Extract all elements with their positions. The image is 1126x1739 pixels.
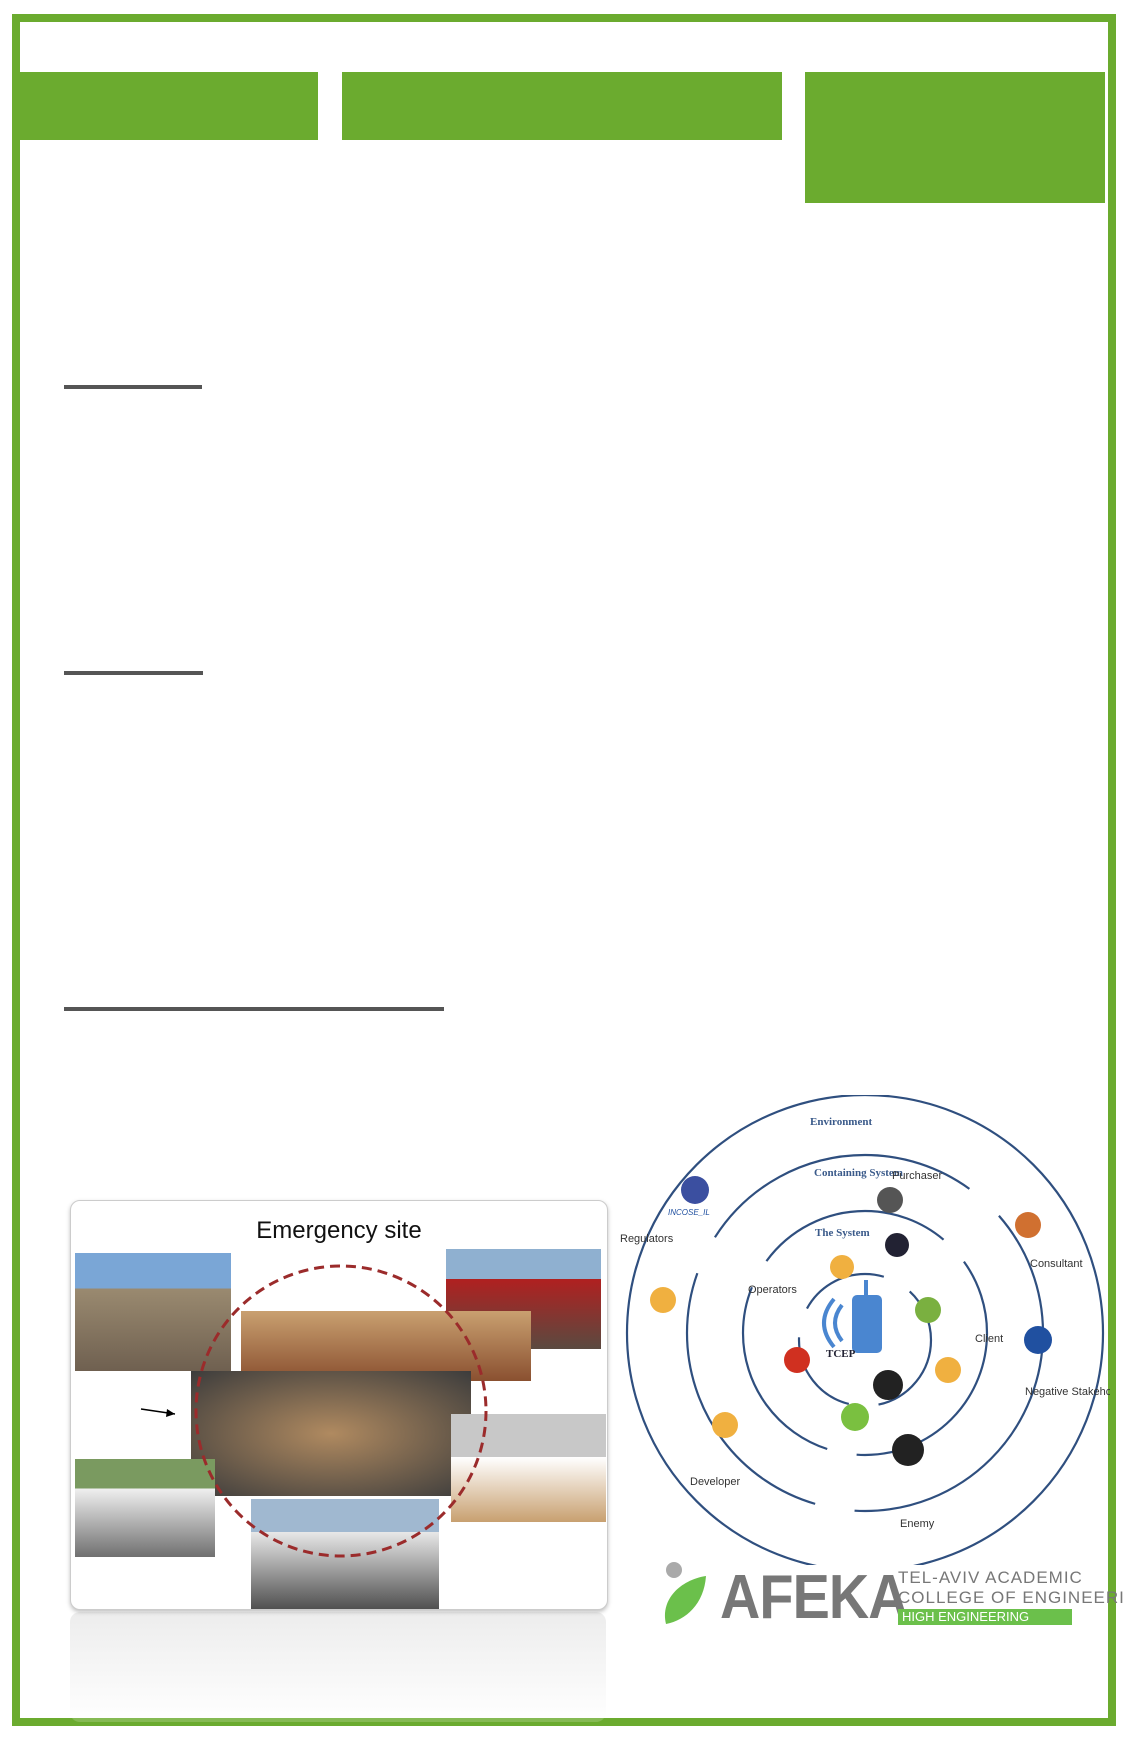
poster-frame xyxy=(12,14,1116,1726)
label-negative-stakeholder: Negative Stakeholder xyxy=(1025,1386,1110,1398)
ring-core xyxy=(797,1272,933,1408)
label-the-system: The System xyxy=(815,1227,870,1239)
ring-environment xyxy=(625,1095,1105,1565)
section-underline-2 xyxy=(64,671,203,675)
photo-building xyxy=(241,1311,531,1381)
label-consultant: Consultant xyxy=(1030,1258,1083,1270)
afeka-logo: AFEKA TEL-AVIV ACADEMIC COLLEGE OF ENGIN… xyxy=(660,1560,1126,1632)
header-bar-center xyxy=(342,72,782,140)
label-purchaser: Purchaser xyxy=(892,1170,942,1182)
stakeholder-person-icons xyxy=(650,1176,1052,1466)
label-environment: Environment xyxy=(810,1116,872,1128)
label-client: Client xyxy=(975,1333,1003,1345)
logo-wordmark: AFEKA xyxy=(720,1563,909,1632)
header-bar-right xyxy=(805,72,1105,203)
photo-rescue-workers xyxy=(75,1253,231,1371)
collage-reflection xyxy=(70,1612,606,1722)
tcep-device-icon xyxy=(822,1280,882,1353)
logo-line1: TEL-AVIV ACADEMIC xyxy=(898,1568,1083,1587)
site-perimeter-circle xyxy=(140,1264,488,1558)
photo-ambulance xyxy=(451,1414,606,1522)
stakeholder-diagram: Environment Containing System The System… xyxy=(620,1095,1110,1565)
label-containing-system: Containing System xyxy=(814,1167,903,1179)
emergency-site-collage: Emergency site xyxy=(70,1200,608,1610)
section-underline-1 xyxy=(64,385,202,389)
label-operators: Operators xyxy=(748,1284,797,1296)
logo-line2: COLLEGE OF ENGINEERING xyxy=(898,1588,1126,1607)
label-enemy: Enemy xyxy=(900,1518,935,1530)
collage-title: Emergency site xyxy=(256,1217,422,1244)
header-bar-left xyxy=(20,72,318,140)
logo-tagline: HIGH ENGINEERING xyxy=(898,1609,1072,1625)
photo-police-car xyxy=(251,1499,439,1609)
label-tcep: TCEP xyxy=(826,1348,856,1360)
label-regulators: Regulators xyxy=(620,1233,674,1245)
incose-badge: INCOSE_IL xyxy=(668,1208,710,1217)
photo-police-van xyxy=(75,1459,215,1557)
afeka-leaf-icon xyxy=(664,1562,706,1624)
section-underline-3 xyxy=(64,1007,444,1011)
label-developer: Developer xyxy=(690,1476,740,1488)
ring-the-system xyxy=(741,1209,989,1457)
photo-blast-site xyxy=(191,1371,471,1496)
